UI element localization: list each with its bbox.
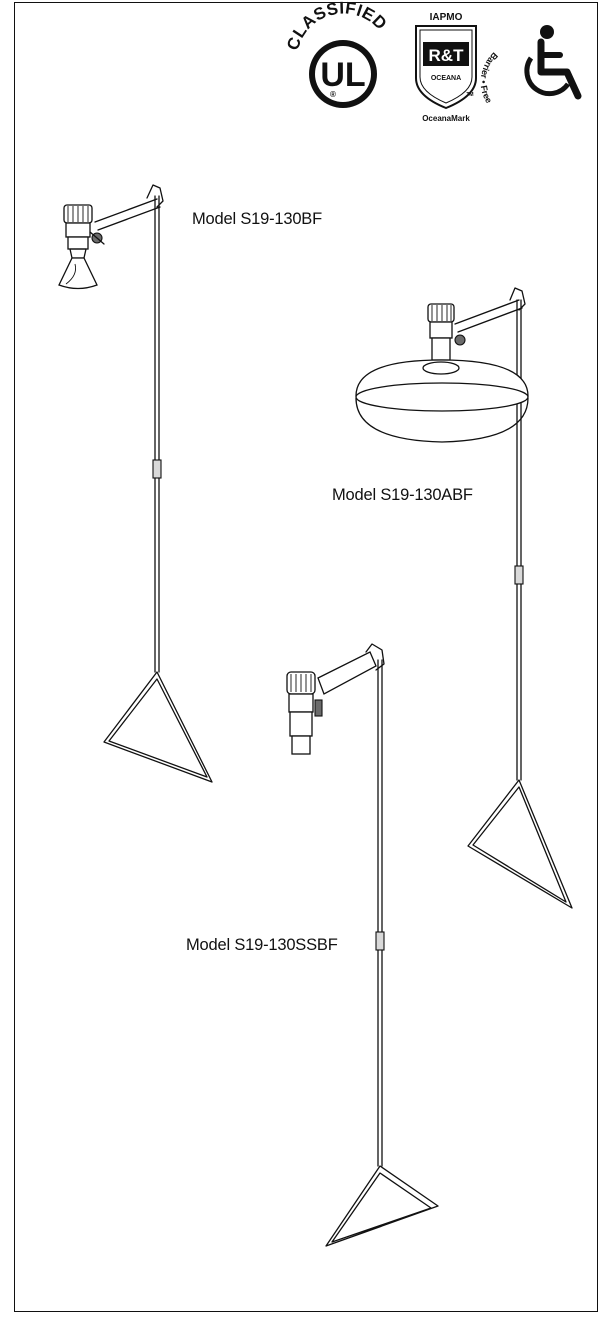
wheelchair-icon bbox=[524, 25, 582, 100]
iapmo-sub: OCEANA bbox=[431, 75, 461, 82]
iapmo-oceana-logo: IAPMO R&T OCEANA TM OceanaMark bbox=[415, 12, 477, 123]
valve-nut bbox=[289, 711, 313, 737]
valve-handle bbox=[314, 699, 323, 717]
elbow bbox=[146, 184, 164, 208]
unit-s19-130bf bbox=[58, 184, 213, 783]
head-outlet bbox=[291, 735, 311, 755]
valve-nut bbox=[431, 337, 451, 361]
pull-handle bbox=[325, 1165, 439, 1247]
ul-inner-ring bbox=[315, 46, 371, 102]
model-label-s19-130ssbf: Model S19-130SSBF bbox=[186, 936, 338, 954]
iapmo-tm: TM bbox=[466, 92, 473, 98]
valve-body bbox=[65, 222, 91, 238]
iapmo-bottom: OceanaMark bbox=[422, 114, 470, 123]
pipe-upper bbox=[377, 659, 383, 933]
pipe-coupling bbox=[152, 459, 162, 479]
pipe-coupling bbox=[514, 565, 524, 585]
page-border bbox=[14, 2, 598, 1312]
valve-handle-hub bbox=[454, 334, 466, 346]
ul-registered: ® bbox=[330, 90, 336, 99]
pull-handle bbox=[103, 671, 213, 783]
pipe-coupling bbox=[375, 931, 385, 951]
valve-nut bbox=[67, 236, 89, 250]
pipe-upper bbox=[154, 195, 160, 461]
iapmo-top: IAPMO bbox=[430, 12, 463, 23]
elbow bbox=[509, 287, 526, 311]
barrier-free-logo: Barrier • Free bbox=[479, 25, 582, 105]
arm bbox=[94, 198, 161, 231]
ul-classified-logo: CLASSIFIED UL ® bbox=[283, 0, 390, 108]
valve-body bbox=[288, 693, 314, 713]
pipe-lower bbox=[377, 949, 383, 1167]
ul-mark: UL bbox=[320, 56, 365, 94]
model-label-s19-130bf: Model S19-130BF bbox=[192, 210, 322, 228]
arm bbox=[454, 299, 523, 333]
pull-handle bbox=[467, 779, 573, 909]
arm bbox=[317, 651, 377, 695]
unit-s19-130ssbf bbox=[286, 643, 439, 1247]
model-label-s19-130abf: Model S19-130ABF bbox=[332, 486, 473, 504]
unit-s19-130abf bbox=[355, 287, 573, 909]
head-bowl bbox=[58, 257, 98, 290]
head-neck bbox=[69, 248, 87, 259]
iapmo-shield-inner bbox=[419, 29, 473, 104]
head-skirt bbox=[355, 397, 529, 443]
valve-body bbox=[429, 321, 453, 339]
pipe-lower bbox=[154, 477, 160, 673]
barrier-free-text: Barrier • Free bbox=[479, 50, 500, 104]
pipe-lower bbox=[516, 583, 522, 781]
iapmo-mark-band bbox=[423, 42, 469, 66]
head-rim bbox=[355, 382, 529, 412]
iapmo-mark: R&T bbox=[429, 46, 465, 65]
elbow bbox=[365, 643, 385, 671]
pipe-upper bbox=[516, 299, 522, 567]
